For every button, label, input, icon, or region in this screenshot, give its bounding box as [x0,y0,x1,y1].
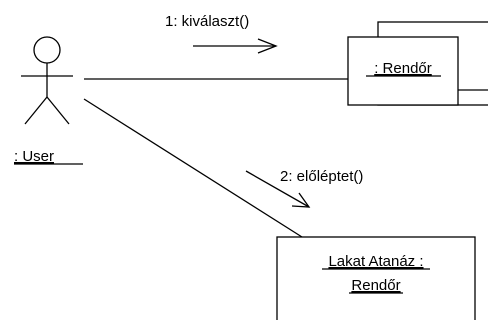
object-rendor-label: : Rendőr [374,60,432,77]
message-1-label: 1: kiválaszt() [165,13,249,30]
actor-head [33,36,61,64]
object-lakat-label-line1: Lakat Atanáz : [328,253,423,270]
actor-right-leg [46,96,70,125]
actor-left-leg [24,96,48,125]
link-user-lakat [83,98,303,238]
message-2-label: 2: előléptet() [280,168,363,185]
message-1-arrow [193,38,278,54]
actor-label: : User [14,148,54,165]
message-2-arrow [245,170,311,208]
object-lakat-label-line2: Rendőr [351,277,400,294]
object-rendor-multi [347,21,488,106]
object-rendor-front [347,36,459,106]
object-lakat [276,236,476,320]
actor-user [21,36,73,125]
